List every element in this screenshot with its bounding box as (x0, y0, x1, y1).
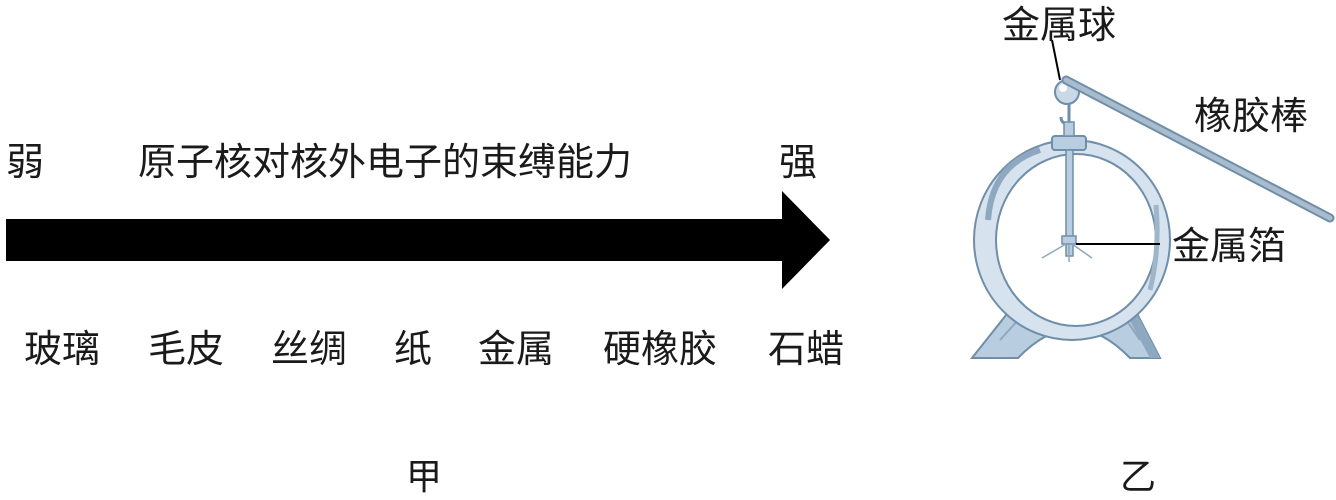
strength-arrow-shape (6, 191, 830, 289)
material-item: 金属 (478, 327, 555, 371)
electroscope-stopper (1051, 135, 1087, 151)
strong-label: 强 (779, 140, 818, 184)
metal-foil-icon (1041, 235, 1093, 262)
metal-foil-label: 金属箔 (1172, 224, 1287, 268)
material-item: 纸 (394, 327, 433, 371)
rubber-rod-icon (1061, 75, 1335, 223)
axis-title: 原子核对核外电子的束缚能力 (138, 140, 633, 184)
ball-leader-line (1051, 39, 1061, 81)
strength-arrow (6, 191, 830, 289)
material-item: 丝绸 (271, 327, 348, 371)
metal-ball-label: 金属球 (1002, 3, 1117, 47)
panel-a-caption: 甲 (406, 457, 443, 498)
material-item: 玻璃 (24, 327, 101, 371)
panel-b-caption: 乙 (1120, 457, 1157, 498)
weak-label: 弱 (6, 140, 45, 184)
material-item: 石蜡 (768, 327, 845, 371)
material-item: 硬橡胶 (603, 327, 718, 371)
rubber-rod-label: 橡胶棒 (1194, 94, 1309, 138)
material-item: 毛皮 (148, 327, 225, 371)
